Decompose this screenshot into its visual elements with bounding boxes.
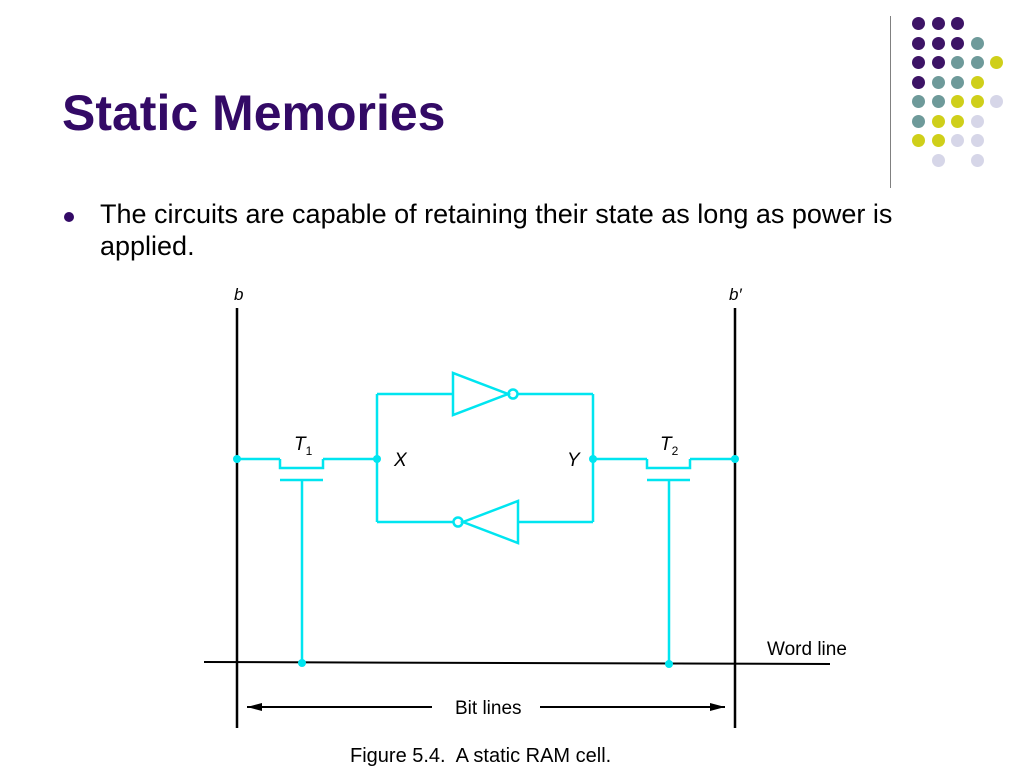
label-t1: T1 [294, 434, 313, 458]
page-title: Static Memories [62, 85, 446, 141]
bullet-icon [64, 212, 74, 222]
label-t2-letter: T [660, 434, 673, 455]
label-b: b [234, 285, 243, 304]
label-t2: T2 [660, 434, 679, 458]
vertical-divider [890, 16, 891, 188]
label-t1-letter: T [294, 434, 307, 455]
label-bit-lines: Bit lines [455, 698, 522, 719]
word-line [203, 661, 831, 665]
inverter-top [451, 371, 512, 417]
label-word-line: Word line [767, 639, 847, 660]
label-t2-sub: 2 [672, 444, 679, 458]
label-x: X [393, 450, 408, 471]
bullet-text: The circuits are capable of retaining th… [100, 199, 893, 261]
cell-wiring [237, 371, 735, 664]
inverter-bottom [459, 499, 520, 545]
figure-caption: Figure 5.4. A static RAM cell. [350, 745, 611, 767]
label-y: Y [567, 450, 581, 471]
junction-dots [233, 455, 739, 668]
label-t1-sub: 1 [306, 444, 313, 458]
label-b-prime: b′ [729, 285, 742, 304]
